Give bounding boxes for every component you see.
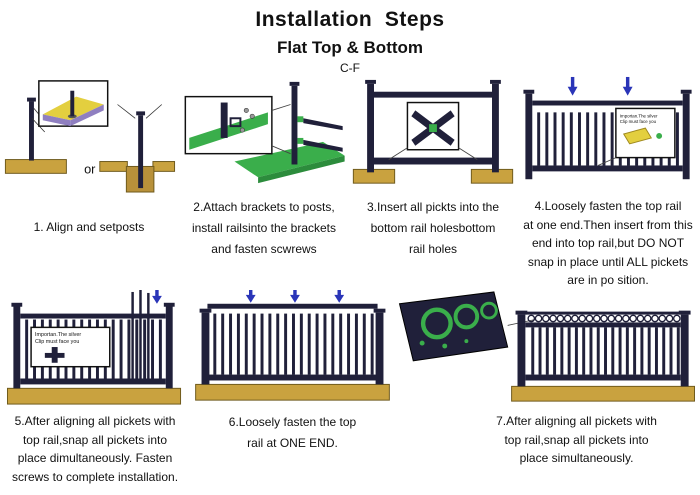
step-2-drawing [184,81,345,184]
down-arrow-icon [290,289,300,303]
clip-part [622,127,653,145]
step-6-panel: 6.Loosely fasten the top rail at ONE END… [190,289,395,454]
top-rail [374,91,492,98]
bracket [297,116,304,123]
rail [303,118,343,131]
loose-picket [131,291,134,379]
step-3-drawing [352,79,514,184]
fence-panel [511,310,695,402]
step-5-drawing: Importan.The silver Clip must face you [6,289,182,405]
rail [303,139,343,152]
step-2-illustration [178,75,350,193]
pointer-line [388,147,408,160]
fence-panel [195,303,390,401]
top-rail [525,322,681,328]
step-6-caption: 6.Loosely fasten the top rail at ONE END… [228,414,357,450]
step-5-illustration: Importan.The silver Clip must face you [0,289,190,408]
left-post-assembly [4,97,67,174]
step-6-drawing [195,289,390,401]
clip-cross-icon [44,347,65,363]
loose-picket [147,292,150,379]
clip-ring [453,303,480,330]
page-header: Installation Steps Flat Top & Bottom C-F [0,0,700,75]
steps-row-2: Importan.The silver Clip must face you 5… [0,289,700,486]
page-title: Installation Steps [255,8,445,31]
step-6-illustration [190,289,395,408]
step-3-illustration [350,75,516,193]
clip-ring [480,301,498,320]
pointer-line [271,145,291,155]
clip-warning-sign: Importan.The silver Clip must face you [30,326,111,368]
step-7-illustration [395,290,700,408]
down-arrow-icon [567,76,578,96]
steps-row-1: or 1. Align and setposts [0,75,700,290]
bottom-rail [374,157,492,165]
down-arrow-icon [334,289,345,303]
variant-label: C-F [340,61,360,75]
pointer-line [597,157,617,166]
ornamental-rings [527,314,681,323]
step-7-panel: 7.After aligning all pickets with top ra… [395,290,700,468]
loose-top-rail [207,303,378,309]
screw-icon [249,113,255,119]
sign-line-2: Clip must face you [620,119,657,124]
screw-icon [239,127,245,133]
or-label: or [84,161,96,176]
bottom-rail [20,378,166,385]
step-4-caption: 4.Loosely fasten the top rail at one end… [523,199,693,288]
step-3-caption: 3.Insert all pickts into the bottom rail… [366,200,500,256]
screw-icon [243,107,249,113]
clip-note-inset: Importan.The silver Clip must face you [615,107,676,159]
step-7-caption: 7.After aligning all pickets with top ra… [496,413,657,466]
surface-mount-inset [38,80,109,127]
clip-dot [464,339,469,344]
bottom-rail [525,374,681,381]
step-4-panel: Importan.The silver Clip must face you 4… [516,75,700,290]
bottom-rail [532,165,683,172]
post-with-brackets [289,81,343,165]
clip-ring [420,307,453,340]
pointer-line [145,104,163,119]
pointer-line [271,104,291,111]
pickets [531,327,680,375]
step-1-illustration: or [0,75,178,193]
step-5-caption: 5.After aligning all pickets with top ra… [11,413,179,484]
right-post-assembly [99,111,176,193]
loose-picket [139,289,142,379]
top-rail [532,100,683,106]
top-rail [20,313,166,319]
bracket-detail-inset [184,95,273,155]
clip-dot [419,340,425,346]
step-7-drawing [398,291,695,402]
step-4-illustration: Importan.The silver Clip must face you [516,75,700,193]
sign-line-1: Importan.The silver [620,113,658,118]
page-subtitle: Flat Top & Bottom [276,38,424,57]
step-4-drawing: Importan.The silver Clip must face you [523,76,692,180]
rail-hole-inset [406,101,460,151]
pointer-line [117,104,136,119]
clip-rings-inset [398,291,509,362]
step-1-panel: or 1. Align and setposts [0,75,178,238]
bottom-rail [207,374,378,381]
step-2-caption: 2.Attach brackets to posts, install rail… [191,200,337,256]
pointer-line [458,147,478,160]
bracket [229,117,242,128]
sign-line-2: Clip must face you [35,339,79,345]
down-arrow-icon [622,76,633,96]
step-2-panel: 2.Attach brackets to posts, install rail… [178,75,350,260]
bracket [297,137,304,144]
grass-patch [234,141,345,184]
upper-rail [525,311,681,315]
step-1-caption: 1. Align and setposts [33,220,145,234]
down-arrow-icon [152,289,162,304]
step-5-panel: Importan.The silver Clip must face you 5… [0,289,190,486]
down-arrow-icon [245,289,256,303]
fence-frame [352,79,514,184]
step-1-drawing: or [4,80,176,193]
clip-dot [656,133,663,139]
sign-line-1: Importan.The silver [35,332,81,338]
clip-dot [442,343,448,349]
step-3-panel: 3.Insert all pickts into the bottom rail… [350,75,516,260]
pickets [213,313,374,375]
